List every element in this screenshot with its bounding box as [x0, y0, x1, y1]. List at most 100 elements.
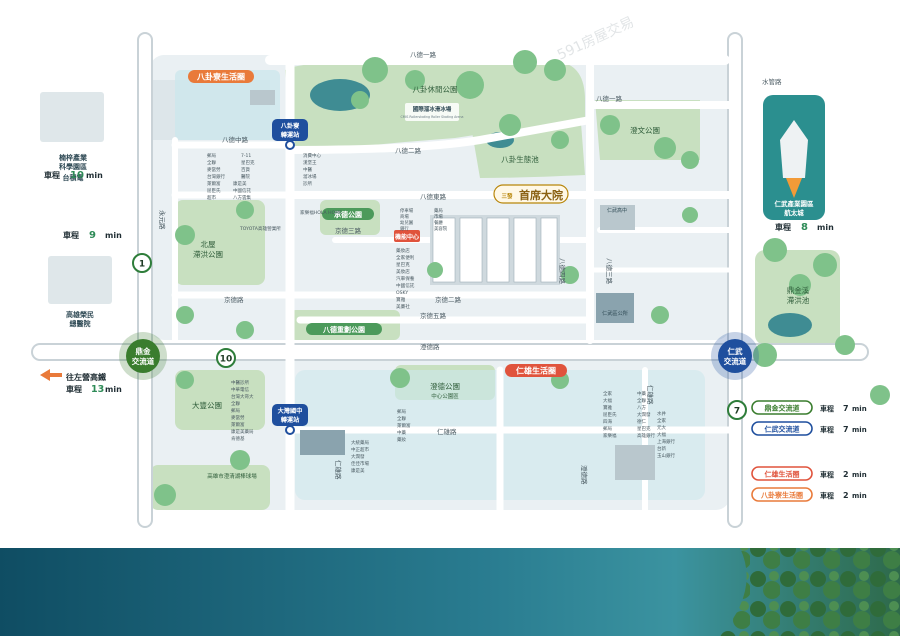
- left-arrow-icon: [40, 369, 62, 381]
- dawan-transfer-station-line2: 轉運站: [281, 416, 300, 424]
- renxiong-shop-item: 中藥: [637, 390, 646, 397]
- park-baseball: 高雄市澄清湖棒球場: [207, 472, 257, 480]
- bagua-shop-item: 郵局: [207, 152, 216, 159]
- vgh-line1: 高雄榮民: [66, 310, 94, 319]
- renxiong-shop-item: 高雄銀行: [637, 432, 655, 439]
- bagua-transfer-station-line1: 八卦寮: [280, 122, 300, 130]
- tsmc-label: 台積電: [63, 173, 84, 182]
- park-beiwu-line2: 滯洪公園: [193, 249, 223, 259]
- park-dafeng: 大豐公園: [192, 400, 222, 410]
- bagua-transfer-station-line2: 轉運站: [281, 131, 300, 139]
- left-shop-item: 台灣大哥大: [231, 393, 254, 400]
- bagua-shop-item-2: 康是美: [233, 180, 247, 187]
- tsmc-drive-time-label: 車程: [44, 170, 60, 180]
- legend-renxiong-chip: [751, 466, 813, 481]
- left-arrow-text: 往左營高鐵: [66, 372, 106, 382]
- qingde-bottom-item: 大潤發: [351, 453, 365, 460]
- legend-dingjin-drive: 車程: [820, 404, 834, 413]
- tsmc-drive-time-value: 10: [70, 170, 84, 181]
- bagua-shop-item-2: 八方雲集: [233, 194, 251, 201]
- left-shop-item: 郵局: [231, 407, 240, 414]
- trees: [154, 50, 890, 506]
- center-shop-item: 溜冰場: [303, 173, 317, 180]
- park-bade-ecology-tag-label: 八德重劃公園: [322, 325, 365, 334]
- road-jingde: 京德路: [224, 295, 244, 304]
- renwu-interchange-disc: [718, 339, 752, 373]
- parks: [150, 61, 840, 510]
- legend-renwu-name: 仁武交流道: [765, 425, 800, 434]
- left-shop-item: 麥當勞: [231, 414, 245, 421]
- road-yongyuan: 永元路: [158, 210, 167, 230]
- vgh-drive-time-label: 車程: [63, 230, 79, 240]
- park-qingde-sub: 中心公園區: [431, 392, 459, 400]
- life-center-item: 藥妝店: [396, 247, 410, 254]
- bagua-transfer-station-pin: [285, 140, 295, 150]
- life-center-item: 寶雅: [396, 296, 406, 303]
- legend-bagua-unit: min: [852, 492, 867, 500]
- renxiong-shop-item: 星巴克: [637, 426, 651, 432]
- road-bade4: 八德四路: [558, 258, 567, 285]
- renwu-high-school: 仁武高中: [607, 207, 627, 214]
- highway-10-shield: 10: [216, 348, 236, 368]
- left-arrow-time: 13: [91, 384, 104, 395]
- highway-1-shield-number: 1: [139, 260, 145, 270]
- qingde-shop-item: 全聯: [397, 415, 406, 422]
- left-shop-item: 中醫診所: [231, 379, 249, 386]
- far-right-shop-item: 全家: [657, 417, 666, 424]
- jingde-shop-item: 餐廳: [434, 219, 443, 226]
- park-chengde-tag-bg: [322, 208, 374, 220]
- renwu-park-line2: 航太城: [784, 208, 804, 217]
- jingde-shop-item: 美容院: [434, 225, 448, 232]
- center-shop-item: 診所: [303, 180, 312, 187]
- renxiong-shop-item: 八方: [637, 404, 646, 411]
- project-marker-bg: [493, 184, 569, 204]
- renxiong-shop-item: 全家: [603, 390, 612, 397]
- park-chengde-tag: 承德公園: [322, 208, 374, 220]
- bagua-shop-item: 百貨: [241, 166, 250, 173]
- qingde-shop-item: 中藥: [397, 429, 406, 436]
- dingjin-interchange-disc: [126, 339, 160, 373]
- legend-renxiong-min: 2: [843, 470, 849, 479]
- far-right-shop-item: 台新: [657, 445, 666, 452]
- renxiong-life-circle-tag-label: 仁雄生活圈: [516, 365, 556, 375]
- park-chengde-tag-label: 承德公園: [334, 210, 362, 219]
- bagua-life-circle-tag-label: 八卦寮生活圈: [196, 71, 245, 81]
- qingde-bottom-item: 中正超市: [351, 446, 369, 453]
- left-arrow-drive: 車程: [66, 384, 82, 394]
- jingde-shop-item: 幼兒園: [400, 219, 414, 226]
- renxiong-shop-item: 大福: [603, 397, 612, 404]
- dawan-transfer-station-box: [272, 404, 308, 426]
- dingjin-interchange-line1: 鼎金: [136, 346, 151, 356]
- road-qingde-mid: 澄德路: [580, 465, 589, 485]
- legend-dingjin-min: 7: [843, 404, 849, 413]
- renwu-interchange-line1: 仁武: [728, 346, 743, 356]
- renwu-drive-time-value: 8: [801, 222, 808, 233]
- qingde-shop-item: 萊爾富: [397, 422, 411, 429]
- highway-7-shield-ring: [727, 400, 747, 420]
- far-right-shop-item: 元大: [657, 424, 666, 431]
- park-bagua-leisure: 八卦休閒公園: [413, 84, 458, 94]
- highway-1-shield: 1: [132, 253, 152, 273]
- legend-renxiong-unit: min: [852, 471, 867, 479]
- left-shop-item: 中華電信: [231, 386, 249, 393]
- renwu-interchange-line2: 交流道: [724, 356, 747, 366]
- vgh-drive-time-value: 9: [89, 230, 96, 241]
- far-right-shop-item: 上海銀行: [657, 438, 675, 445]
- legend-renwu-chip: [751, 421, 813, 436]
- left-shop-item: 康是美藥局: [231, 428, 254, 435]
- far-right-shop-item: 水井: [657, 410, 666, 417]
- renwu-park-line1: 仁武產業園區: [775, 199, 815, 208]
- bagua-shop-item: 台灣銀行: [207, 173, 225, 180]
- life-center-item: 美廉社: [396, 303, 410, 310]
- renxiong-shop-item: 寶雅: [603, 404, 612, 411]
- park-dingjin-line2: 滯洪池: [787, 295, 810, 305]
- bagua-shop-item-2: 中國信託: [233, 187, 251, 194]
- life-center-item: 美妝店: [396, 268, 410, 275]
- road-renxiong-right: 仁雄路: [646, 385, 655, 405]
- qingde-bottom-item: 佳佳市場: [351, 460, 369, 467]
- renxiong-shop-item: 郵局: [603, 425, 612, 432]
